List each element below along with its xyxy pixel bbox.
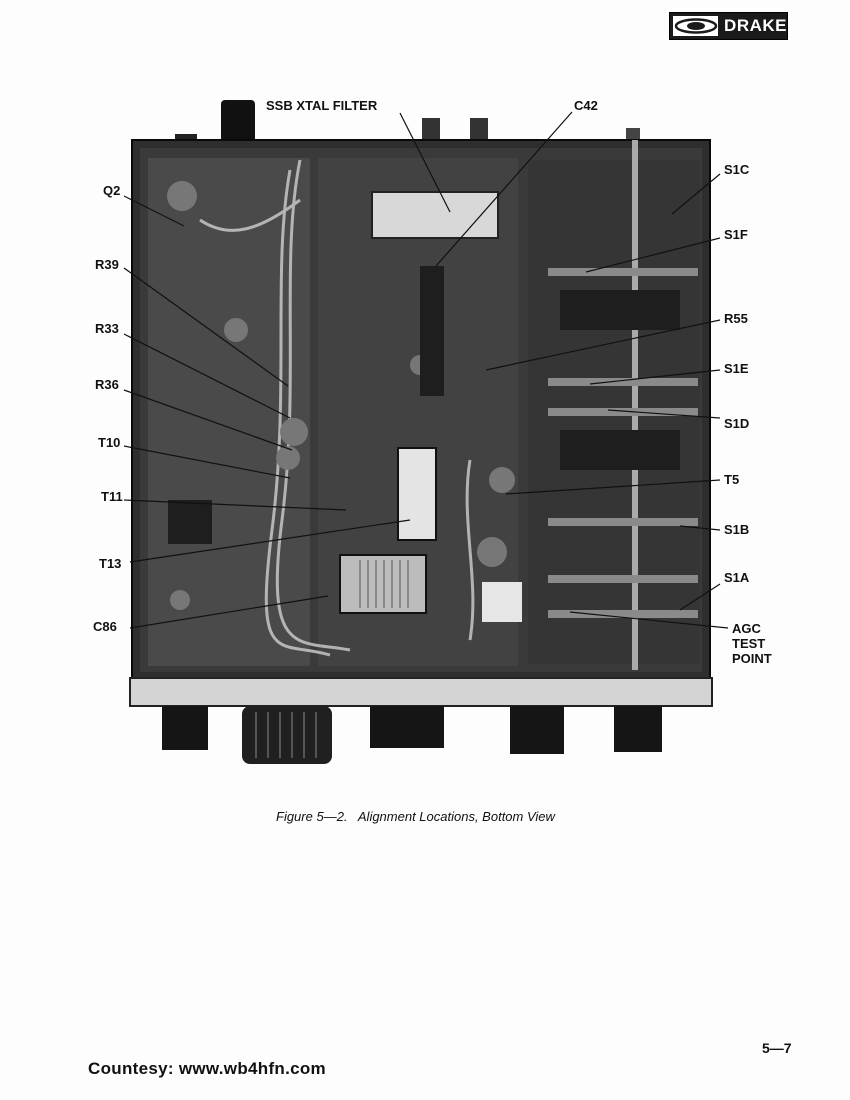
drake-logo: DRAKE: [669, 12, 788, 40]
label-t11: T11: [101, 489, 123, 504]
label-ssb-xtal-filter: SSB XTAL FILTER: [266, 98, 378, 113]
label-agc-test-point-line3: POINT: [732, 651, 772, 666]
page-number: 5—7: [762, 1040, 792, 1056]
label-c86: C86: [93, 619, 117, 634]
figure-caption: Figure 5—2. Alignment Locations, Bottom …: [276, 809, 555, 824]
label-r36: R36: [95, 377, 119, 392]
label-r33: R33: [95, 321, 119, 336]
label-agc-test-point-line1: AGC: [732, 621, 761, 636]
label-s1f: S1F: [724, 227, 748, 242]
label-s1a: S1A: [724, 570, 750, 585]
label-t10: T10: [98, 435, 121, 450]
label-r39: R39: [95, 257, 119, 272]
logo-brand-text: DRAKE: [724, 16, 787, 35]
chassis-bottom-view-photo: [123, 100, 729, 764]
label-agc-test-point-line2: TEST: [732, 636, 766, 651]
courtesy-credit: Countesy: www.wb4hfn.com: [88, 1059, 326, 1078]
label-c42: C42: [574, 98, 598, 113]
oval-emblem-icon: [673, 16, 719, 36]
label-s1e: S1E: [724, 361, 749, 376]
label-t5: T5: [724, 472, 740, 487]
label-t13: T13: [99, 556, 122, 571]
label-q2: Q2: [103, 183, 121, 198]
label-r55: R55: [724, 311, 748, 326]
label-s1d: S1D: [724, 416, 750, 431]
label-s1b: S1B: [724, 522, 750, 537]
label-s1c: S1C: [724, 162, 750, 177]
